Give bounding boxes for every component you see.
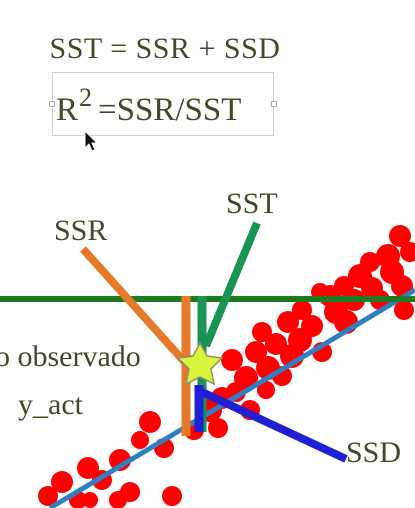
data-point	[131, 431, 149, 449]
data-point	[277, 311, 299, 333]
data-point	[234, 366, 258, 390]
data-point	[292, 300, 312, 320]
r2-exponent: 2	[79, 83, 93, 112]
fit-line	[48, 287, 415, 508]
data-point	[109, 491, 127, 508]
equation-r-squared: R2=SSR/SST	[56, 83, 242, 129]
equation-textbox[interactable]	[49, 72, 277, 136]
label-observed-line1: o observado	[0, 340, 141, 373]
data-point	[360, 252, 380, 272]
equation-sst: SST = SSR + SSD	[49, 32, 281, 65]
data-point	[252, 322, 272, 342]
data-point	[257, 381, 275, 399]
data-point	[301, 315, 323, 337]
data-point	[389, 225, 411, 247]
resize-handle-left[interactable]	[49, 101, 55, 107]
data-point	[334, 276, 354, 296]
data-point	[221, 349, 243, 371]
label-ssd: SSD	[346, 436, 402, 469]
mouse-pointer-icon	[84, 130, 99, 152]
data-point	[139, 411, 161, 433]
data-point	[265, 333, 287, 355]
sst-pointer-line	[202, 221, 261, 348]
data-point	[391, 275, 413, 297]
data-point	[162, 486, 182, 506]
data-point	[376, 244, 400, 268]
label-observed-line2: y_act	[18, 388, 83, 421]
data-point	[51, 471, 73, 493]
label-sst: SST	[226, 187, 278, 220]
data-point	[245, 341, 267, 363]
data-point	[38, 486, 58, 506]
data-point	[208, 418, 228, 438]
data-point	[77, 457, 99, 479]
data-point	[394, 300, 414, 320]
star-icon	[176, 341, 224, 386]
data-point	[82, 492, 98, 508]
r2-base: R	[56, 92, 79, 128]
ssd-pointer-line	[200, 388, 348, 463]
resize-handle-right[interactable]	[271, 101, 277, 107]
label-ssr: SSR	[54, 214, 108, 247]
data-point	[400, 242, 415, 262]
ssr-pointer-line	[80, 246, 193, 371]
r2-rhs: =SSR/SST	[98, 92, 242, 128]
